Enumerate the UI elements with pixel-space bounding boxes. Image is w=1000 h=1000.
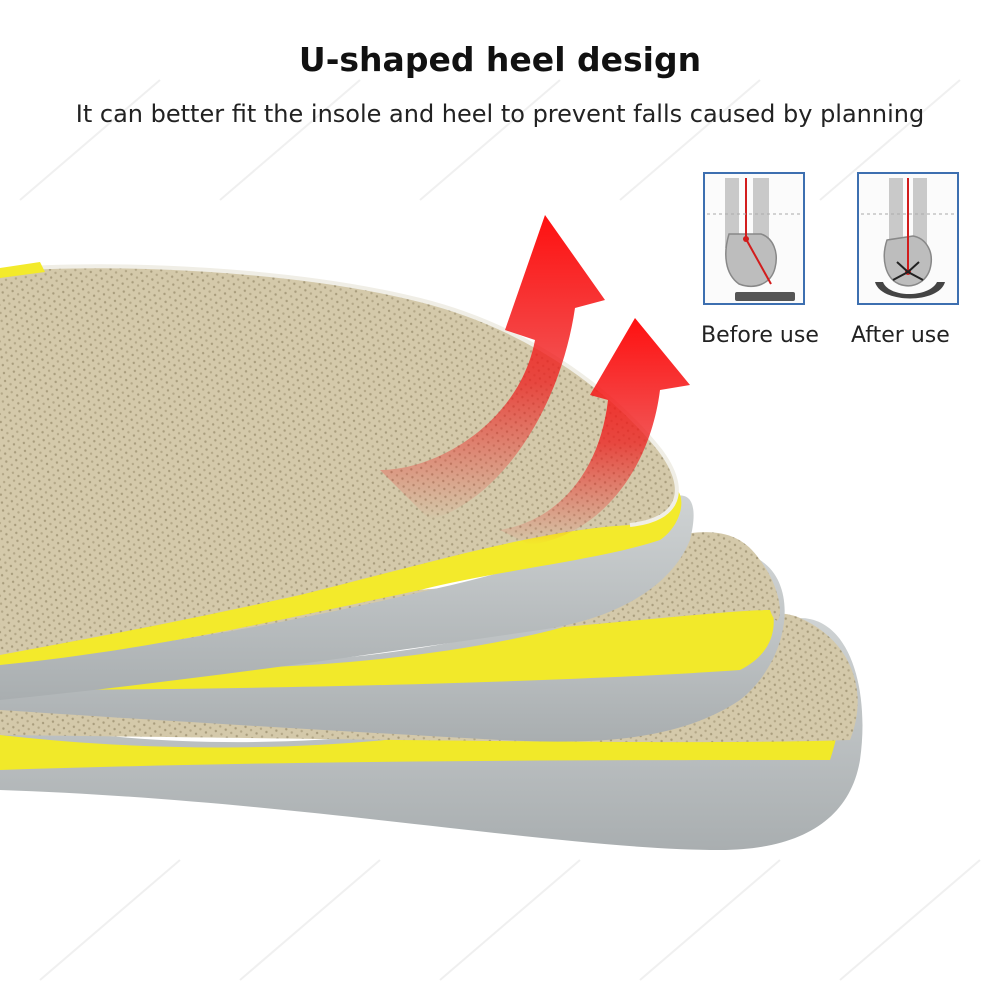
before-use-label: Before use: [701, 323, 819, 348]
heel-xray-icon: [861, 178, 955, 299]
heel-xray-icon: [707, 178, 801, 301]
before-use-panel: [703, 172, 805, 305]
after-use-panel: [857, 172, 959, 305]
page-subtitle: It can better fit the insole and heel to…: [75, 100, 925, 128]
insole-top: [0, 262, 694, 700]
after-use-label: After use: [851, 323, 950, 348]
red-arrow-icon: [500, 318, 690, 545]
page-title: U-shaped heel design: [298, 40, 702, 79]
red-arrow-icon: [380, 215, 605, 520]
